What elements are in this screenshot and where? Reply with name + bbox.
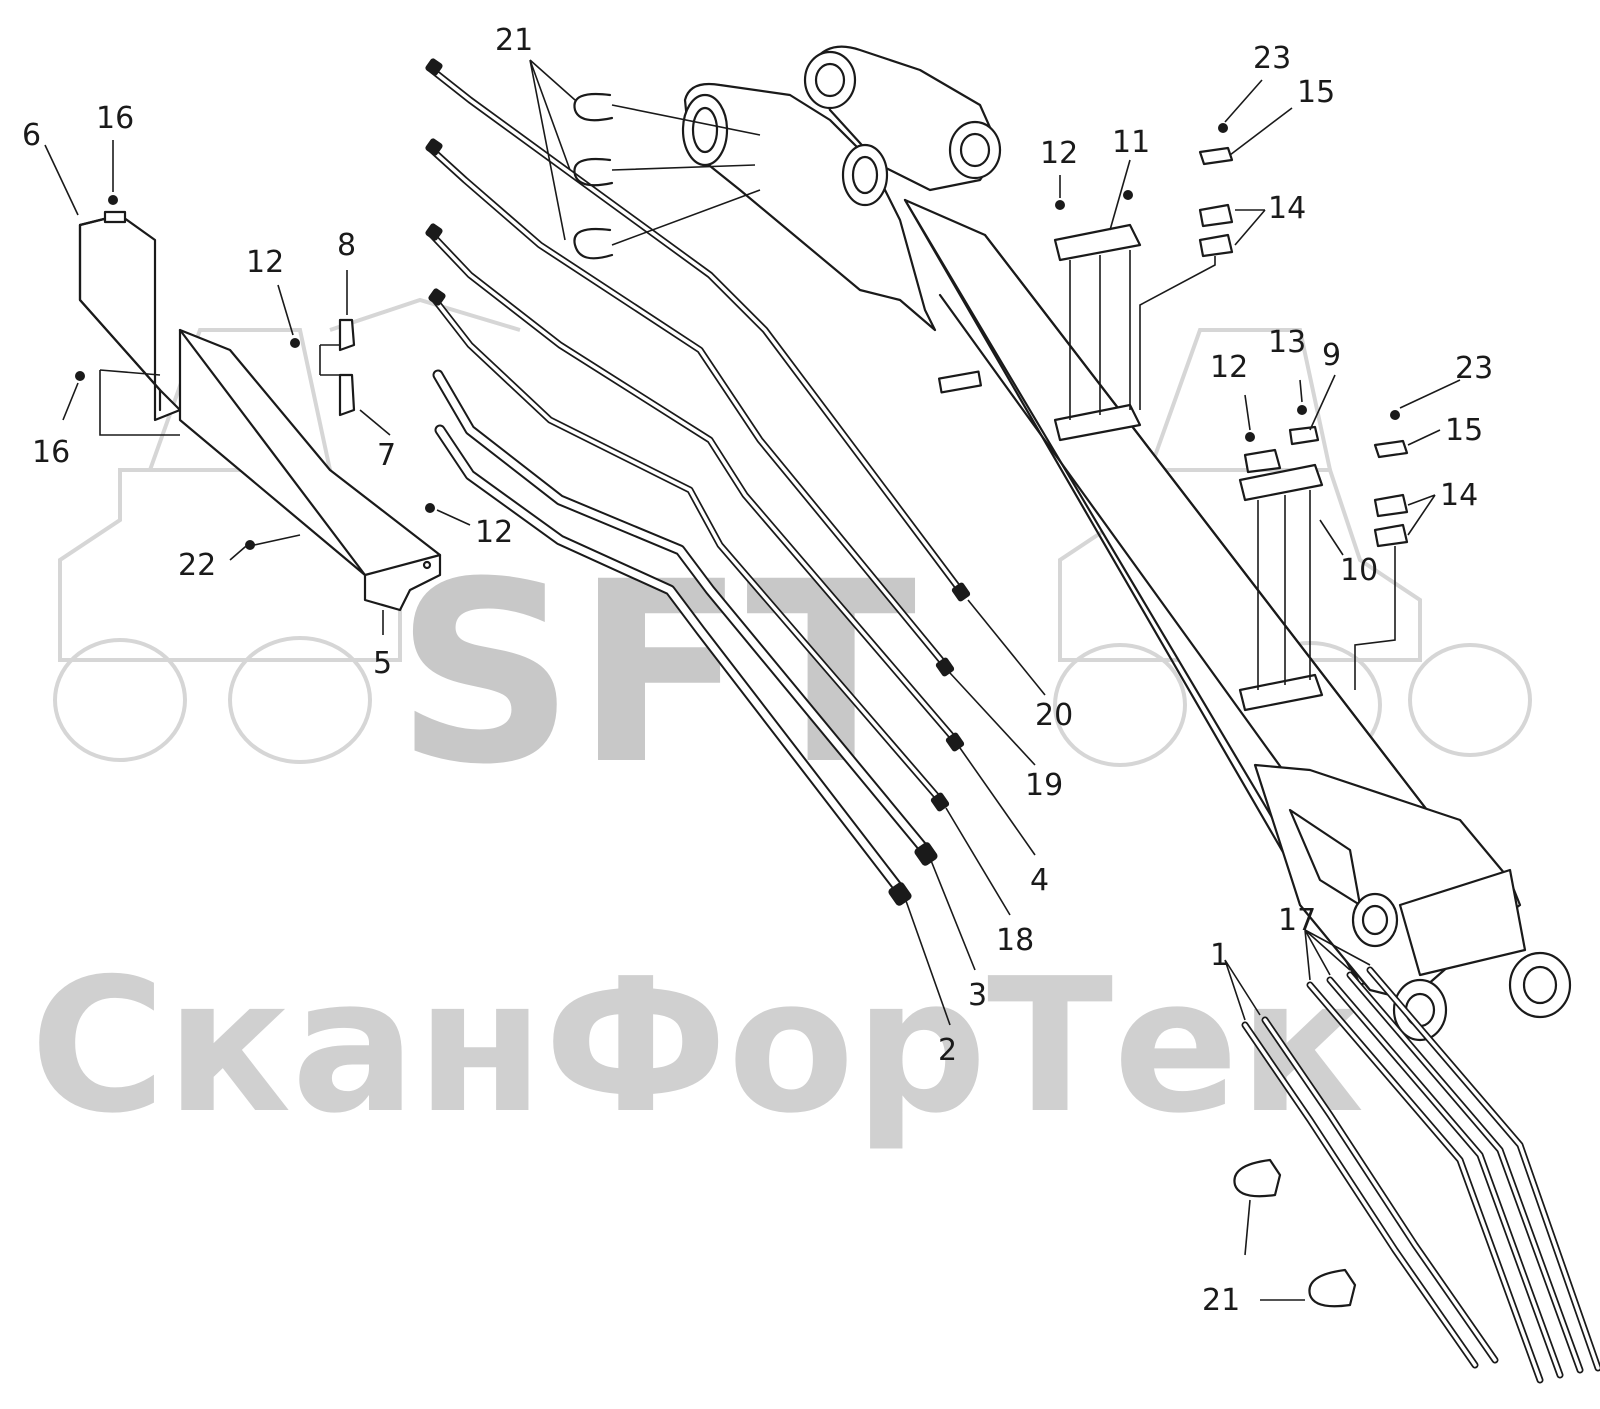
callout-labels: 1 2 3 4 5 6 7 8 9 10 11 12 12 12 12 13 1… (22, 23, 1493, 1318)
bolt-13-icon (1297, 405, 1307, 415)
callout-3: 3 (968, 978, 987, 1013)
callout-2: 2 (938, 1033, 957, 1068)
tube-20 (425, 58, 971, 602)
callout-16-top: 16 (96, 101, 134, 136)
leader-lines (44, 59, 1461, 1301)
bolt-23-right-icon (1390, 410, 1400, 420)
watermark: SFT СканФорТек (30, 297, 1532, 1154)
callout-13: 13 (1268, 325, 1306, 360)
callout-12-left: 12 (246, 245, 284, 280)
callout-12-mid: 12 (475, 515, 513, 550)
bolt-16-top-icon (108, 195, 118, 205)
boom (681, 45, 1572, 1042)
watermark-logo: SFT (395, 528, 916, 819)
callout-18: 18 (996, 923, 1034, 958)
callout-12-top: 12 (1040, 136, 1078, 171)
callout-10: 10 (1340, 553, 1378, 588)
callout-16-bottom: 16 (32, 435, 70, 470)
saddle-clamps-21-bottom (1233, 1158, 1357, 1308)
callout-15-top: 15 (1297, 75, 1335, 110)
callout-9: 9 (1322, 338, 1341, 373)
bolt-12-left-icon (290, 338, 300, 348)
hose-3 (432, 369, 938, 866)
callout-7: 7 (377, 438, 396, 473)
callout-21-bottom: 21 (1202, 1283, 1240, 1318)
bolt-12-top-icon (1055, 200, 1065, 210)
callout-17: 17 (1278, 903, 1316, 938)
part-7-8-clamps (319, 318, 356, 417)
callout-22: 22 (178, 548, 216, 583)
tube-18 (428, 288, 950, 812)
callout-14-right: 14 (1440, 478, 1478, 513)
tube-4 (425, 223, 965, 752)
part-5-cover (178, 328, 442, 612)
callout-23-right: 23 (1455, 351, 1493, 386)
lower-hoses (1241, 966, 1600, 1384)
callout-4: 4 (1030, 863, 1049, 898)
tube-19 (425, 138, 955, 677)
callout-20: 20 (1035, 698, 1073, 733)
flex-hoses (432, 369, 938, 906)
bolt-22-icon (245, 540, 255, 550)
bolt-12-right-icon (1245, 432, 1255, 442)
callout-12-right: 12 (1210, 350, 1248, 385)
saddle-clamps-21-top (573, 92, 761, 260)
clamp-plates (1053, 146, 1409, 712)
callout-14-top: 14 (1268, 191, 1306, 226)
callout-6: 6 (22, 118, 41, 153)
part-6-bracket (78, 210, 182, 422)
callout-1: 1 (1210, 938, 1229, 973)
bolt-23-top-icon (1218, 123, 1228, 133)
callout-5: 5 (373, 646, 392, 681)
callout-19: 19 (1025, 768, 1063, 803)
callout-23-top: 23 (1253, 41, 1291, 76)
callout-8: 8 (337, 228, 356, 263)
bolts (75, 123, 1400, 550)
callout-11: 11 (1112, 125, 1150, 160)
rigid-tubes (425, 58, 971, 812)
bolt-11-icon (1123, 190, 1133, 200)
callout-15-right: 15 (1445, 413, 1483, 448)
bolt-16-bottom-icon (75, 371, 85, 381)
callout-21-top: 21 (495, 23, 533, 58)
watermark-company: СканФорТек (30, 938, 1364, 1154)
bolt-12-mid-icon (425, 503, 435, 513)
